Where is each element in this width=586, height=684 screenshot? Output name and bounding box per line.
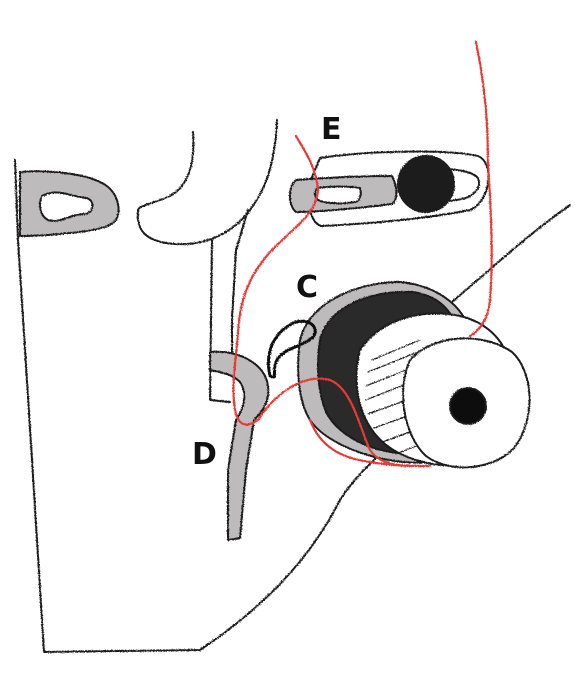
tension-knob-center [449,387,487,425]
label-d: D [192,437,217,472]
thread-loop-c [267,319,317,379]
guide-e-inner-slot [314,185,362,205]
guide-d-hook [209,350,270,541]
thread-red-right [468,40,493,338]
machine-body-outline [14,159,341,653]
thread-red-under-dial [308,418,432,468]
label-e: E [321,112,342,147]
label-c: C [296,270,319,305]
guide-e-knob [397,155,455,213]
thread-red-loop [256,377,412,468]
left-tab-slot [39,191,94,222]
upper-arm-outline [136,119,278,246]
thread-guide-post-left [209,239,231,403]
thread-guide-post [231,209,249,356]
thread-red-left [232,134,320,426]
